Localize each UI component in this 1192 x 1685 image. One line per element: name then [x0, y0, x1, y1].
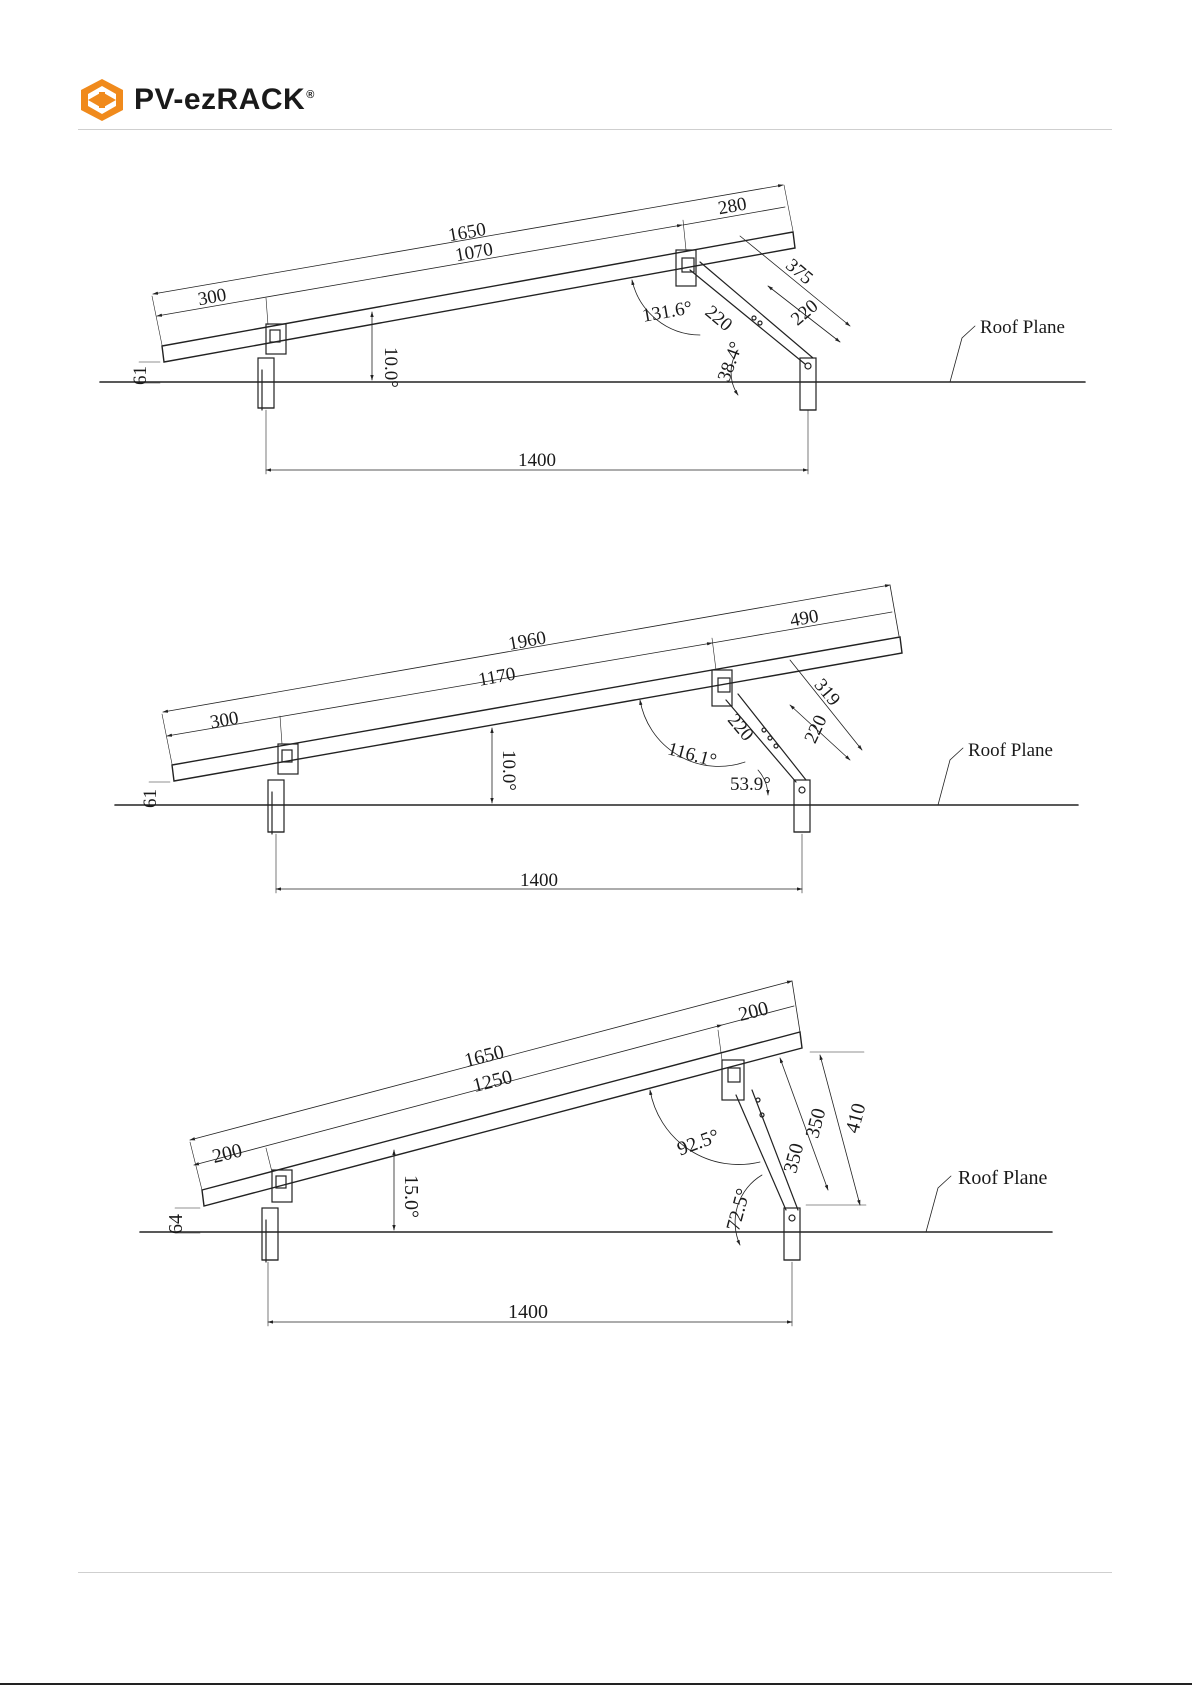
d2-frame-angle: 116.1° [665, 739, 718, 772]
d1-frame-angle: 131.6° [641, 297, 694, 326]
front-support [258, 324, 286, 410]
d2-roof-label: Roof Plane [968, 740, 1053, 761]
d2-rail-span: 1170 [477, 664, 517, 691]
diagram-2-labels: 1960 1170 300 490 319 220 220 116.1° 53.… [140, 606, 1053, 891]
d1-leg-inner: 220 [701, 301, 736, 335]
d2-leg-inner: 220 [723, 710, 757, 745]
d3-overhang-front: 200 [210, 1139, 244, 1168]
d3-clearance: 64 [165, 1214, 187, 1234]
diagram-3 [140, 981, 1052, 1326]
d1-clearance: 61 [130, 366, 151, 385]
d2-overhang-back: 490 [788, 606, 820, 632]
d2-clearance: 61 [140, 789, 161, 808]
d3-base-span: 1400 [508, 1301, 548, 1323]
d1-tilt-angle: 10.0° [380, 347, 401, 388]
d1-roof-label: Roof Plane [980, 317, 1065, 338]
d3-roof-label: Roof Plane [958, 1167, 1048, 1189]
d3-leg-length: 410 [841, 1101, 870, 1136]
d1-base-span: 1400 [518, 450, 556, 471]
d1-leg-angle: 38.4° [714, 339, 748, 385]
d1-overhang-front: 300 [196, 285, 228, 311]
d2-leg-angle: 53.9° [730, 774, 771, 795]
d3-tilt-angle: 15.0° [400, 1175, 422, 1218]
d1-leg-length: 375 [781, 255, 816, 289]
diagram-3-labels: 1650 1250 200 200 410 350 350 92.5° 72.5… [165, 997, 1048, 1323]
d3-leg-outer: 350 [779, 1141, 808, 1176]
diagram-1 [100, 185, 1085, 474]
d3-leg-angle: 72.5° [722, 1186, 754, 1233]
diagram-2 [115, 585, 1078, 893]
d2-overhang-front: 300 [208, 708, 240, 734]
d3-leg-inner: 350 [801, 1106, 830, 1141]
d3-rail-span: 1250 [470, 1066, 514, 1097]
d2-leg-outer: 220 [801, 712, 832, 747]
d1-overhang-back: 280 [716, 194, 748, 220]
d2-base-span: 1400 [520, 870, 558, 891]
d2-tilt-angle: 10.0° [498, 750, 519, 791]
d3-overhang-back: 200 [736, 997, 770, 1026]
rear-support [712, 670, 810, 832]
d2-leg-length: 319 [810, 675, 844, 710]
d2-panel-length: 1960 [507, 627, 548, 654]
front-support [268, 744, 298, 834]
d1-leg-outer: 220 [787, 296, 822, 330]
